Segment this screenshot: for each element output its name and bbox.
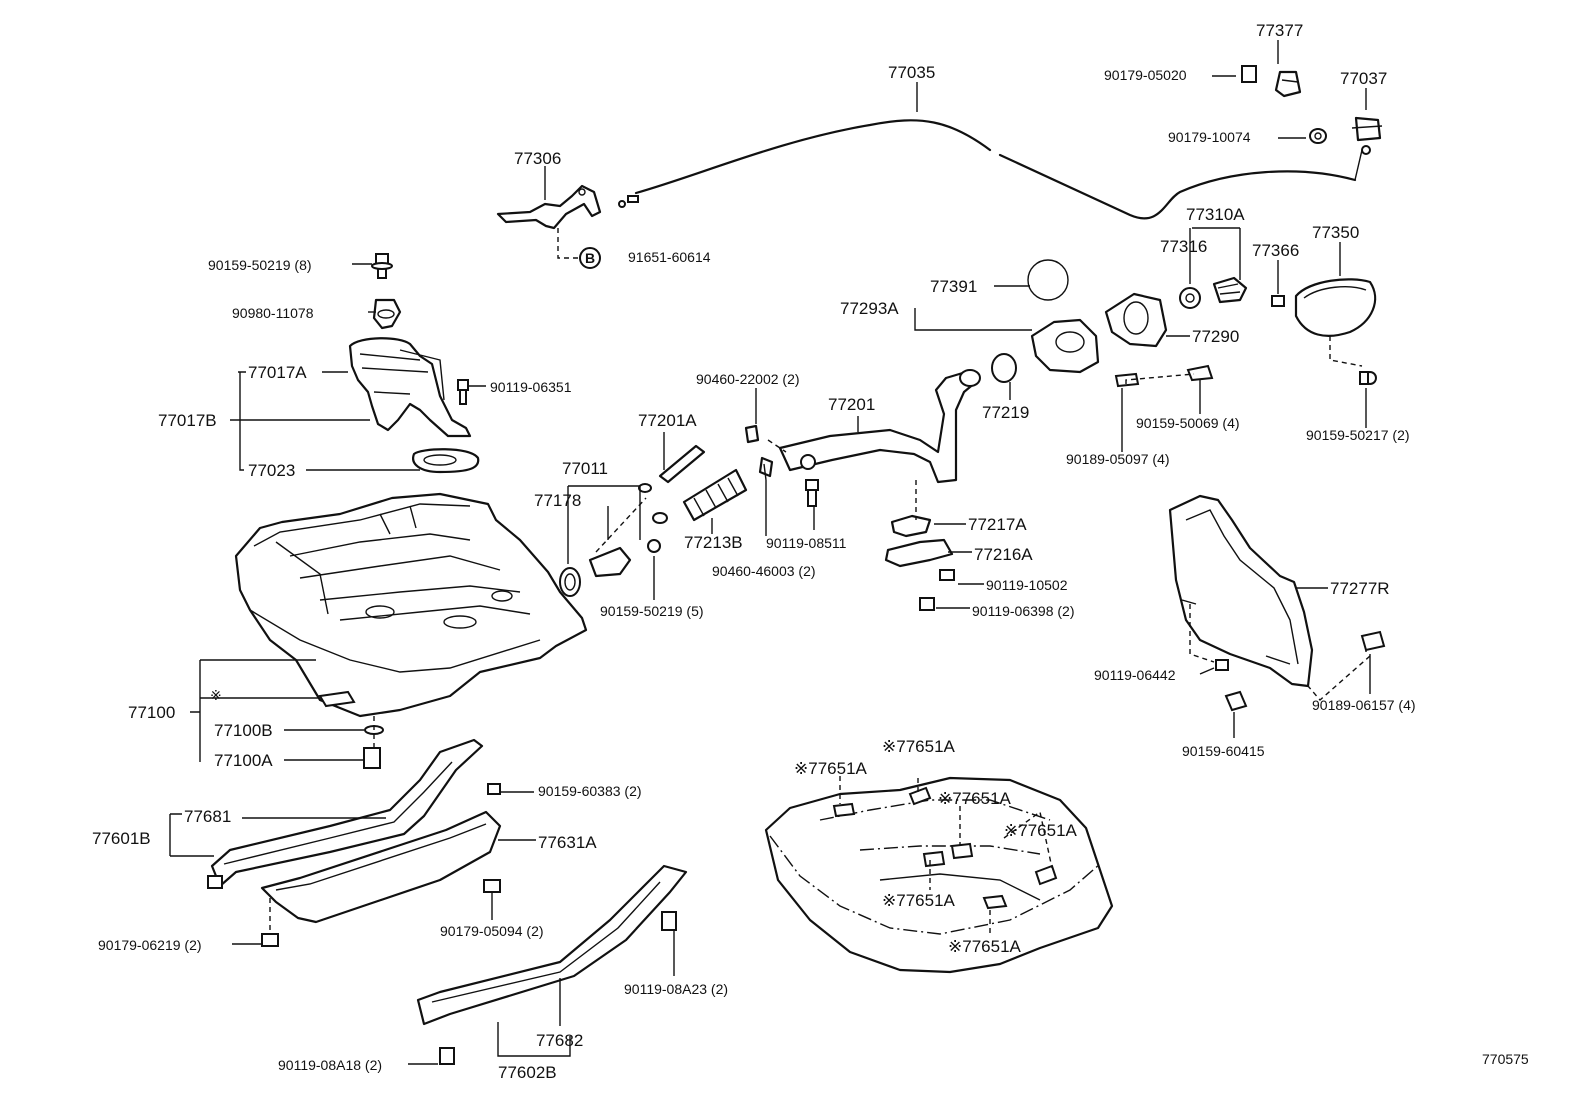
strap-77681 bbox=[207, 738, 484, 889]
label-77306: 77306 bbox=[514, 149, 562, 168]
label-90119-08A23: 90119-08A23 (2) bbox=[624, 981, 729, 997]
label-77651A-2: ※77651A bbox=[794, 759, 867, 778]
tank-outline-77651A bbox=[764, 776, 1114, 974]
band-77631A bbox=[260, 783, 502, 947]
label-77310A: 77310A bbox=[1186, 205, 1245, 224]
label-77316: 77316 bbox=[1160, 237, 1208, 256]
label-90460-22002: 90460-22002 (2) bbox=[696, 371, 800, 387]
filler-cap-77293A bbox=[1027, 259, 1100, 374]
label-77011: 77011 bbox=[562, 459, 609, 478]
label-90119-08511: 90119-08511 bbox=[766, 535, 847, 551]
label-77017B: 77017B bbox=[158, 411, 217, 430]
filler-hose-77213B bbox=[652, 468, 748, 524]
label-77651A-5: ※77651A bbox=[882, 891, 955, 910]
label-77178: 77178 bbox=[534, 491, 582, 510]
hinge-77366 bbox=[1271, 295, 1285, 307]
label-77023: 77023 bbox=[248, 461, 296, 480]
label-77651A-1: ※77651A bbox=[882, 737, 955, 756]
label-90119-06398: 90119-06398 (2) bbox=[972, 603, 1075, 619]
label-90460-46003: 90460-46003 (2) bbox=[712, 563, 816, 579]
label-90159-50219-5: 90159-50219 (5) bbox=[600, 603, 704, 619]
label-90159-50069: 90159-50069 (4) bbox=[1136, 415, 1240, 431]
label-90119-08A18: 90119-08A18 (2) bbox=[278, 1057, 383, 1073]
label-90980-11078: 90980-11078 bbox=[232, 305, 314, 321]
label-90179-06219: 90179-06219 (2) bbox=[98, 937, 202, 953]
label-77290: 77290 bbox=[1192, 327, 1240, 346]
label-90159-50219-8: 90159-50219 (8) bbox=[208, 257, 312, 273]
diagram-id: 770575 bbox=[1482, 1051, 1529, 1067]
small-screws-right bbox=[1114, 364, 1377, 388]
label-77035: 77035 bbox=[888, 63, 936, 82]
label-77219: 77219 bbox=[982, 403, 1030, 422]
label-77100: 77100 bbox=[128, 703, 176, 722]
label-77631A: 77631A bbox=[538, 833, 597, 852]
fuel-pump-77017A bbox=[348, 337, 472, 438]
label-77651A-3: ※77651A bbox=[938, 789, 1011, 808]
strap-77682 bbox=[416, 864, 688, 1065]
inlet-77011 bbox=[559, 539, 661, 597]
bracket-77306 bbox=[496, 184, 602, 230]
gasket-77023 bbox=[412, 448, 480, 474]
label-77682: 77682 bbox=[536, 1031, 584, 1050]
label-90119-10502: 90119-10502 bbox=[986, 577, 1068, 593]
label-77217A: 77217A bbox=[968, 515, 1027, 534]
label-77277R: 77277R bbox=[1330, 579, 1390, 598]
label-77100B: 77100B bbox=[214, 721, 273, 740]
bolt-90159-50219 bbox=[371, 253, 393, 279]
label-77293A: 77293A bbox=[840, 299, 899, 318]
label-77213B: 77213B bbox=[684, 533, 743, 552]
heat-shield-77277R bbox=[1168, 494, 1386, 712]
bolt-90119-08511 bbox=[805, 479, 819, 507]
label-90179-10074: 90179-10074 bbox=[1168, 129, 1251, 145]
filler-pipe-77201 bbox=[778, 353, 1017, 484]
label-77100A: 77100A bbox=[214, 751, 273, 770]
label-77201: 77201 bbox=[828, 395, 876, 414]
label-77377: 77377 bbox=[1256, 21, 1304, 40]
kome-mark: ※ bbox=[210, 687, 222, 703]
lock-77037 bbox=[1309, 116, 1383, 155]
protector-77217A bbox=[884, 514, 955, 611]
label-77651A-4: ※77651A bbox=[1004, 821, 1077, 840]
leader-lines bbox=[169, 40, 1371, 1065]
label-77601B: 77601B bbox=[92, 829, 151, 848]
label-91651-60614: 91651-60614 bbox=[628, 249, 711, 265]
label-77201A: 77201A bbox=[638, 411, 697, 430]
label-77391: 77391 bbox=[930, 277, 978, 296]
label-77366: 77366 bbox=[1252, 241, 1300, 260]
label-77216A: 77216A bbox=[974, 545, 1033, 564]
label-77602B: 77602B bbox=[498, 1063, 557, 1082]
filler-hose-77201A bbox=[638, 444, 706, 493]
label-77017A: 77017A bbox=[248, 363, 307, 382]
fuel-lid-77350 bbox=[1294, 278, 1377, 337]
label-90159-50217: 90159-50217 (2) bbox=[1306, 427, 1410, 443]
filler-housing-77290 bbox=[1104, 292, 1168, 348]
label-90119-06351: 90119-06351 bbox=[490, 379, 572, 395]
circle-b-text: B bbox=[584, 250, 596, 266]
label-90189-06157: 90189-06157 (4) bbox=[1312, 697, 1416, 713]
label-90179-05094: 90179-05094 (2) bbox=[440, 923, 544, 939]
label-77350: 77350 bbox=[1312, 223, 1360, 242]
fuel-tank-77100 bbox=[234, 492, 588, 718]
hose-clamp-90460 bbox=[744, 424, 774, 478]
label-77037: 77037 bbox=[1340, 69, 1388, 88]
cap-77310A bbox=[1179, 276, 1248, 309]
label-90179-05020: 90179-05020 bbox=[1104, 67, 1187, 83]
grommet-90980-11078 bbox=[372, 298, 402, 330]
clip-77377 bbox=[1241, 65, 1302, 98]
label-77651A-6: ※77651A bbox=[948, 937, 1021, 956]
circle-b-marker bbox=[579, 247, 601, 269]
label-90189-05097: 90189-05097 (4) bbox=[1066, 451, 1170, 467]
bolt-90119-06351 bbox=[457, 379, 469, 405]
label-90159-60415: 90159-60415 bbox=[1182, 743, 1265, 759]
label-77681: 77681 bbox=[184, 807, 232, 826]
label-90119-06442: 90119-06442 bbox=[1094, 667, 1176, 683]
release-cable-77035 bbox=[618, 119, 1363, 220]
label-90159-60383: 90159-60383 (2) bbox=[538, 783, 642, 799]
